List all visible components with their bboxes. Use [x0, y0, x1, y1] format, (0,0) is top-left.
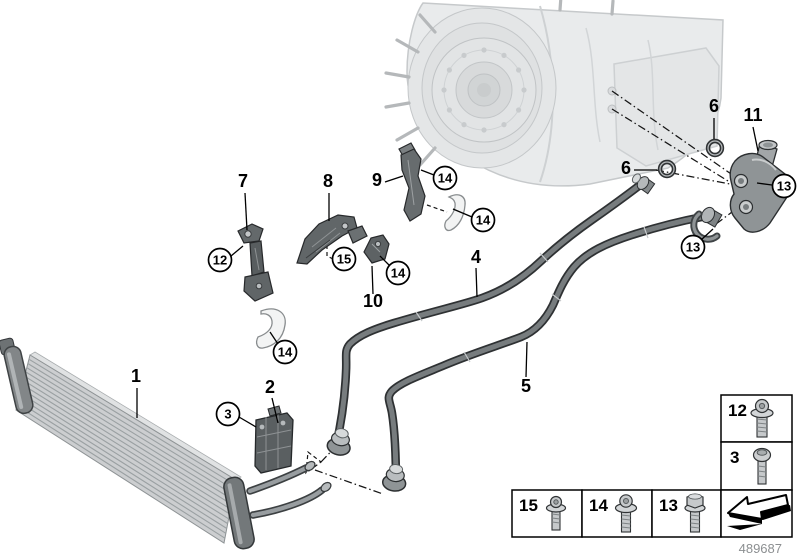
circled-callout-14b-label: 14 — [476, 213, 491, 228]
radiator-right-cap-highlight — [227, 483, 243, 545]
callout-10[interactable]: 10 — [363, 291, 383, 311]
circled-callout-14a-label: 14 — [438, 171, 453, 186]
callout-6-lower[interactable]: 6 — [621, 158, 631, 178]
converter-studs — [384, 0, 615, 167]
pan-head-torx-screw-icon — [752, 447, 772, 485]
circled-callout-14-d[interactable]: 14 — [272, 339, 298, 365]
circled-callout-3-label: 3 — [224, 407, 231, 422]
assembly-axis-lines — [305, 90, 741, 495]
radiator-left-cap-highlight — [7, 352, 24, 409]
legend-cell-14 — [581, 489, 653, 538]
circled-callout-15-label: 15 — [337, 252, 351, 267]
retaining-clamp-13 — [690, 210, 721, 243]
legend-cell-15 — [511, 489, 583, 538]
line-4-transmission-fitting — [631, 173, 656, 195]
circled-callout-13-b[interactable]: 13 — [680, 234, 706, 260]
callout-7[interactable]: 7 — [238, 171, 248, 191]
circled-callout-14c-label: 14 — [391, 266, 406, 281]
circled-callout-14d-label: 14 — [278, 345, 293, 360]
circled-callout-15[interactable]: 15 — [331, 246, 357, 272]
callout-8[interactable]: 8 — [323, 171, 333, 191]
circled-callout-13b-label: 13 — [686, 240, 700, 255]
bracket-part-8 — [296, 214, 368, 265]
torx-screw-icon — [545, 495, 567, 531]
clamp-part-14-lower — [256, 308, 286, 349]
bracket-part-9 — [398, 142, 426, 222]
radiator-fins — [16, 358, 236, 539]
clamp-part-14-upper — [444, 194, 466, 232]
circled-callout-14-a[interactable]: 14 — [432, 165, 458, 191]
legend-label-14: 14 — [589, 496, 608, 515]
leader-lines — [136, 118, 773, 428]
oil-cooler-radiator — [0, 337, 332, 550]
o-ring-6-upper — [705, 138, 725, 158]
oil-cooler-line-4 — [331, 180, 645, 451]
callout-11[interactable]: 11 — [743, 105, 762, 125]
callout-6-upper[interactable]: 6 — [709, 96, 719, 116]
circled-callout-13a-label: 13 — [777, 179, 791, 194]
connector-part-11 — [729, 139, 792, 233]
circled-callout-12[interactable]: 12 — [207, 247, 233, 273]
callout-5[interactable]: 5 — [521, 376, 531, 396]
circled-callout-13-a[interactable]: 13 — [771, 173, 797, 199]
circled-callout-3[interactable]: 3 — [215, 401, 241, 427]
flywheel-bolt-ring — [441, 47, 527, 133]
callout-2[interactable]: 2 — [265, 377, 275, 397]
legend-label-12: 12 — [728, 401, 747, 420]
bracket-part-7 — [237, 223, 274, 302]
transmission-ghost-illustration — [384, 0, 724, 187]
legend-label-13: 13 — [659, 496, 678, 515]
torx-flange-screw-icon — [614, 494, 638, 533]
line-5-radiator-fitting — [381, 464, 407, 492]
callout-labels: 1 2 4 5 6 6 7 8 9 10 11 — [131, 96, 763, 397]
torx-flange-bolt-icon — [750, 398, 774, 438]
fastener-legend: 12 3 15 14 13 — [511, 394, 793, 538]
legend-label-3: 3 — [730, 448, 739, 467]
circled-callout-14-b[interactable]: 14 — [470, 207, 496, 233]
drawing-number: 489687 — [739, 541, 782, 556]
hex-flange-bolt-icon — [684, 493, 706, 533]
bracket-part-10 — [363, 234, 390, 264]
legend-label-15: 15 — [519, 496, 538, 515]
callout-4[interactable]: 4 — [471, 247, 481, 267]
line-5-transmission-fitting — [700, 206, 723, 228]
circled-callouts: 3 12 13 13 14 14 14 14 — [207, 165, 797, 427]
line-4-radiator-fitting — [326, 428, 351, 456]
direction-of-travel-arrow-icon — [727, 494, 791, 530]
bracket-part-2 — [254, 405, 294, 474]
callout-9[interactable]: 9 — [372, 170, 382, 190]
callout-1[interactable]: 1 — [131, 366, 141, 386]
circled-callout-12-label: 12 — [213, 253, 227, 268]
radiator-pipes — [246, 460, 332, 519]
o-ring-6-lower — [657, 159, 677, 179]
circled-callout-14-c[interactable]: 14 — [385, 260, 411, 286]
oil-cooler-line-5 — [384, 212, 707, 491]
